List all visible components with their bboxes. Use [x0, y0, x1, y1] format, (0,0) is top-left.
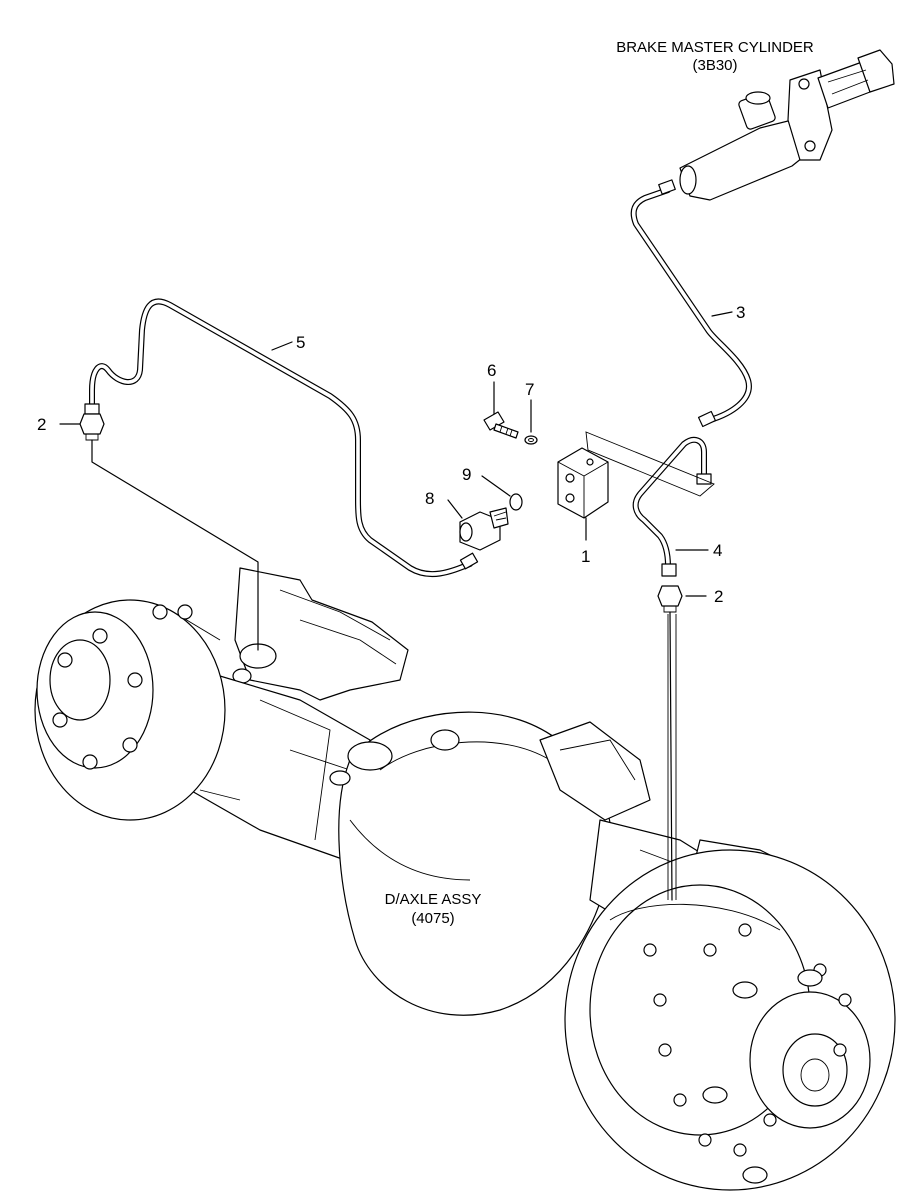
- callout-9: 9: [462, 465, 471, 484]
- callout-2-right: 2: [714, 587, 723, 606]
- callout-8: 8: [425, 489, 434, 508]
- fitting-2-right: [657, 585, 683, 613]
- callout-numbers: 1 2 2 3 4 5 6 7 8 9: [37, 303, 745, 606]
- master-cylinder-name: BRAKE MASTER CYLINDER: [616, 39, 814, 56]
- brake-master-cylinder: [679, 49, 895, 201]
- wheel-studs: [643, 923, 852, 1184]
- master-cylinder-code: (3B30): [692, 57, 737, 74]
- pressure-switch-8: [459, 507, 509, 551]
- fitting-2-left: [79, 413, 105, 441]
- brake-pipe-4: [632, 436, 712, 577]
- callout-1: 1: [581, 547, 590, 566]
- brake-pipe-5: [84, 298, 479, 578]
- callout-4: 4: [713, 541, 722, 560]
- axle-name: D/AXLE ASSY: [385, 891, 482, 908]
- brake-pipe-3: [630, 179, 752, 428]
- callout-2-left: 2: [37, 415, 46, 434]
- leader-lines: [59, 311, 733, 597]
- text-labels: BRAKE MASTER CYLINDER (3B30) D/AXLE ASSY…: [385, 39, 814, 927]
- callout-7: 7: [525, 380, 534, 399]
- callout-5: 5: [296, 333, 305, 352]
- o-ring-9: [509, 493, 523, 511]
- distribution-block: [557, 431, 715, 519]
- axle-code: (4075): [411, 910, 454, 927]
- bolt-6: [483, 411, 519, 439]
- drive-axle-assembly: [34, 567, 896, 1191]
- callout-6: 6: [487, 361, 496, 380]
- connection-lines: [91, 439, 677, 901]
- callout-3: 3: [736, 303, 745, 322]
- washer-7: [524, 435, 538, 445]
